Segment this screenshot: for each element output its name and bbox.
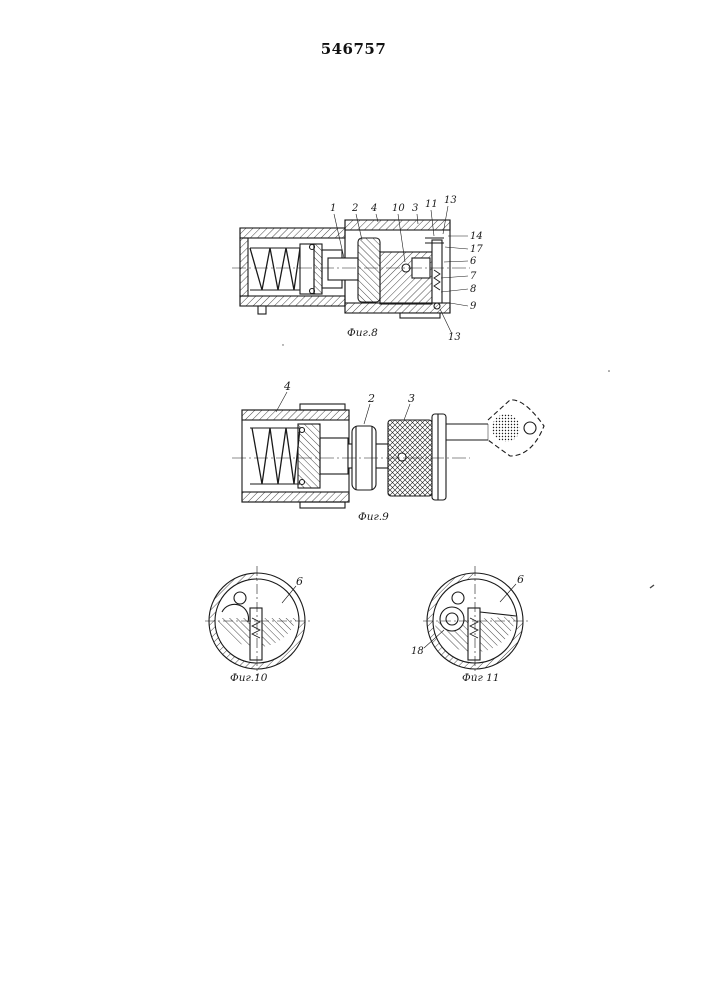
scan-specks: [282, 344, 654, 588]
fig11-caption: Фиг 11: [462, 672, 499, 684]
fig8-section-drawing: [232, 206, 470, 334]
fig9-caption: Фиг.9: [358, 511, 389, 523]
fig8-label-13-top: 13: [444, 195, 457, 206]
fig9-label-4: 4: [283, 380, 291, 393]
fig11-label-6: 6: [517, 573, 524, 586]
fig8-label-4: 4: [370, 203, 377, 214]
fig8-label-14: 14: [470, 231, 483, 242]
fig9-label-3: 3: [408, 392, 415, 405]
fig8-label-7: 7: [470, 271, 477, 282]
fig8-label-10: 10: [392, 203, 405, 214]
fig11-label-18: 18: [411, 646, 424, 657]
fig10-label-6: 6: [296, 575, 303, 588]
fig9-drawing: [232, 392, 544, 508]
fig8-label-1: 1: [330, 203, 336, 214]
fig8-label-17: 17: [470, 244, 483, 255]
fig8-label-11: 11: [425, 199, 438, 210]
fig9-label-2: 2: [367, 392, 375, 405]
fig8-label-6: 6: [470, 256, 477, 267]
fig8-label-2: 2: [351, 203, 358, 214]
fig11-cross-section: [423, 566, 528, 676]
fig8-label-8: 8: [470, 284, 476, 295]
fig8-label-3: 3: [412, 203, 418, 214]
fig8-label-9: 9: [470, 301, 477, 312]
fig10-caption: Фиг.10: [230, 672, 268, 684]
fig10-cross-section: [205, 566, 310, 676]
fig8-caption: Фиг.8: [347, 327, 378, 339]
fig8-label-13-bottom: 13: [448, 332, 461, 343]
